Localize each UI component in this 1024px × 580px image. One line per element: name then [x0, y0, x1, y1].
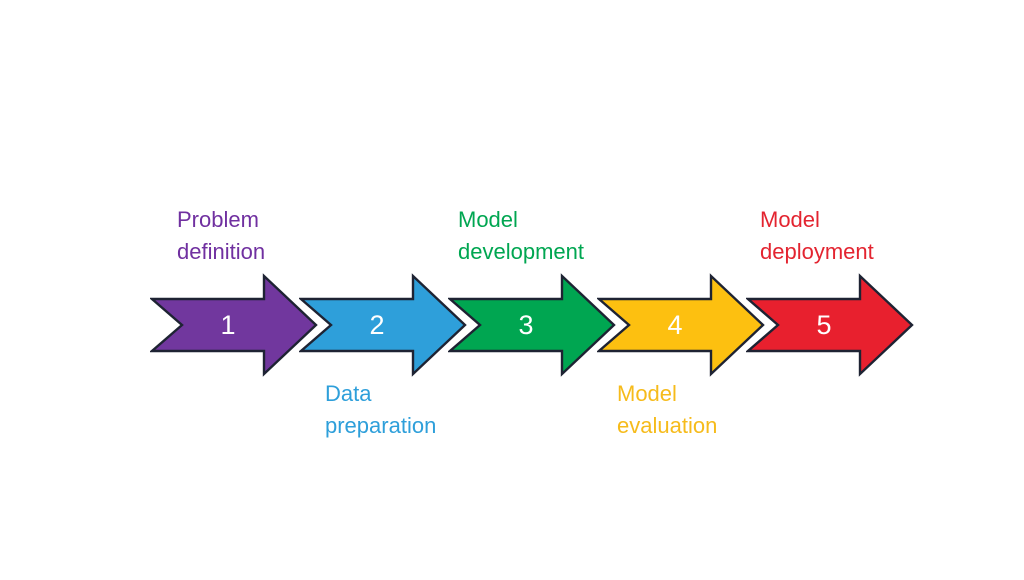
- stage-3-label: Model development: [458, 204, 584, 268]
- chevron-arrow-icon: [597, 273, 765, 377]
- chevron-arrow-icon: [448, 273, 616, 377]
- arrow-shape: [150, 273, 318, 377]
- stage-3-label-line2: development: [458, 239, 584, 264]
- stage-3-number: 3: [518, 310, 534, 340]
- stage-4-label-line2: evaluation: [617, 413, 718, 438]
- stage-4-number: 4: [667, 310, 683, 340]
- stage-3-label-line1: Model: [458, 207, 518, 232]
- chevron-arrow-icon: [299, 273, 467, 377]
- stage-5-label: Model deployment: [760, 204, 874, 268]
- arrow-shape: [746, 273, 914, 377]
- stage-1-arrow: 1: [150, 273, 318, 377]
- stage-5-label-line1: Model: [760, 207, 820, 232]
- chevron-arrow-icon: [746, 273, 914, 377]
- arrow-shape: [299, 273, 467, 377]
- stage-4-label: Model evaluation: [617, 378, 717, 442]
- stage-1-number: 1: [220, 310, 236, 340]
- stage-2-label-line2: preparation: [325, 413, 437, 438]
- stage-2-number: 2: [369, 310, 385, 340]
- arrow-shape: [448, 273, 616, 377]
- stage-4-arrow: 4: [597, 273, 765, 377]
- stage-2-arrow: 2: [299, 273, 467, 377]
- stage-5-number: 5: [816, 310, 832, 340]
- stage-2-label: Data preparation: [325, 378, 436, 442]
- stage-2-label-line1: Data: [325, 381, 372, 406]
- stage-5-arrow: 5: [746, 273, 914, 377]
- chevron-arrow-icon: [150, 273, 318, 377]
- stage-1-label-line1: Problem: [177, 207, 259, 232]
- stage-4-label-line1: Model: [617, 381, 677, 406]
- stage-5-label-line2: deployment: [760, 239, 874, 264]
- arrow-shape: [597, 273, 765, 377]
- stage-1-label: Problem definition: [177, 204, 265, 268]
- stage-1-label-line2: definition: [177, 239, 266, 264]
- stage-3-arrow: 3: [448, 273, 616, 377]
